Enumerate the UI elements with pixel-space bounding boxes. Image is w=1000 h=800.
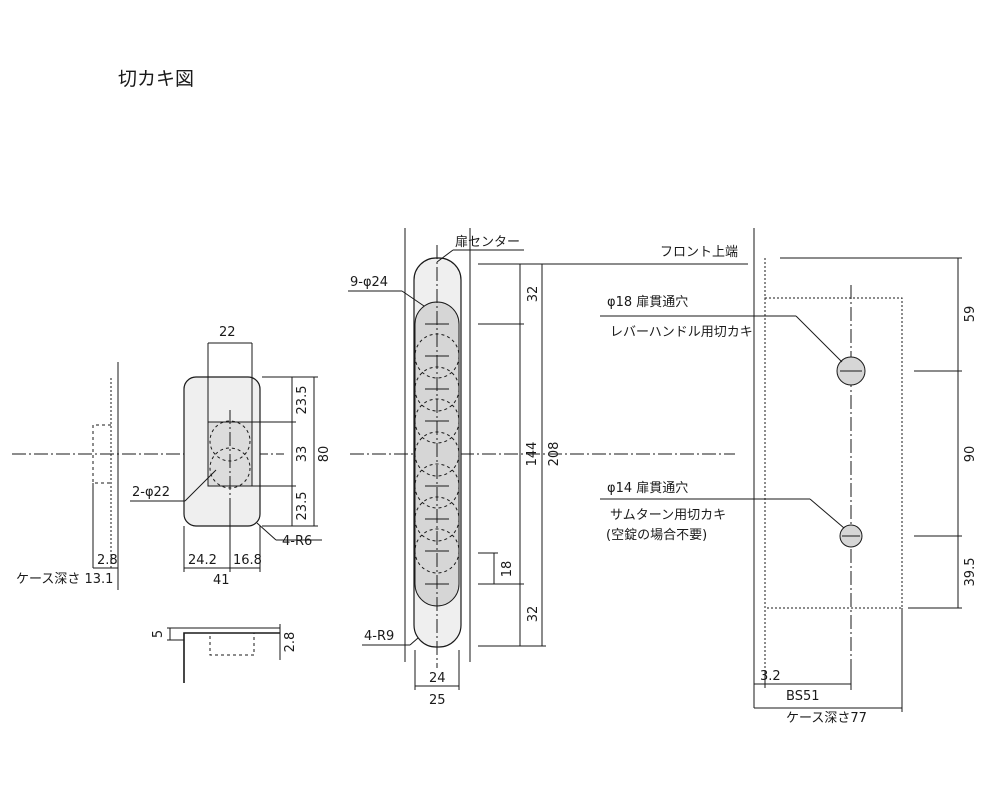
hole2-sub1: サムターン用切カキ <box>610 508 726 523</box>
dim-left: 24.2 <box>188 553 217 568</box>
leader-line <box>401 290 425 307</box>
dim-mid: 90 <box>963 446 978 463</box>
dim-top: 59 <box>963 306 978 323</box>
door-center-label: 扉センター <box>455 234 520 250</box>
dim-top: 32 <box>526 286 541 303</box>
case-outline <box>764 297 903 609</box>
corner-label: 4-R9 <box>364 629 394 644</box>
offset-label: 2.8 <box>97 553 118 568</box>
right-view: フロント上端 φ18 扉貫通穴 レバーハンドル用切カキ φ14 扉貫通穴 サムタ… <box>480 228 978 726</box>
dim-mid: 144 <box>525 442 540 467</box>
width-outer: 25 <box>429 693 446 708</box>
offset-label: 3.2 <box>760 669 781 684</box>
hole-6 <box>414 463 460 509</box>
holes-label: 2-φ22 <box>132 485 170 500</box>
leader-line <box>184 469 217 502</box>
case-depth-label: ケース深さ77 <box>786 711 867 726</box>
left-view: 22 23.5 33 23.5 80 2-φ22 4-R6 24.2 16.8 … <box>12 325 332 683</box>
side-hidden-case <box>209 632 255 656</box>
dim-total: 208 <box>547 442 562 467</box>
corner-label: 4-R6 <box>282 534 312 549</box>
dim-total: 80 <box>317 446 332 463</box>
side-offset-label: 2.8 <box>283 632 298 653</box>
dim-bottom: 39.5 <box>963 558 978 587</box>
dim-lower: 23.5 <box>295 492 310 521</box>
hole2-label: φ14 扉貫通穴 <box>607 480 688 496</box>
dim-small: 18 <box>500 561 515 578</box>
hole-8 <box>414 528 460 574</box>
side-height-label: 5 <box>151 630 166 638</box>
dim-bottom: 32 <box>526 606 541 623</box>
hole1-sub: レバーハンドル用切カキ <box>610 325 753 340</box>
side-profile <box>183 632 280 683</box>
leader-line <box>409 637 419 646</box>
dim-right: 16.8 <box>233 553 262 568</box>
case-depth-label: ケース深さ 13.1 <box>16 572 113 587</box>
middle-view: 扉センター 9-φ24 32 144 208 32 18 4-R9 24 25 <box>348 228 735 708</box>
backset-label: BS51 <box>786 689 819 704</box>
dim-width-top: 22 <box>219 325 236 340</box>
dim-upper: 23.5 <box>295 386 310 415</box>
leader-line <box>436 249 454 263</box>
width-inner: 24 <box>429 671 446 686</box>
holes-label: 9-φ24 <box>350 275 388 290</box>
case-hidden-outline <box>92 424 111 484</box>
dim-mid: 33 <box>295 446 310 463</box>
drawing-title: 切カキ図 <box>118 68 194 90</box>
leader-line <box>256 522 277 541</box>
hole1-label: φ18 扉貫通穴 <box>607 294 688 310</box>
hole2-sub2: (空錠の場合不要) <box>606 528 707 543</box>
front-top-label: フロント上端 <box>660 245 738 260</box>
leader-line <box>809 498 845 529</box>
leader-line <box>795 315 843 363</box>
width-total: 41 <box>213 573 230 588</box>
